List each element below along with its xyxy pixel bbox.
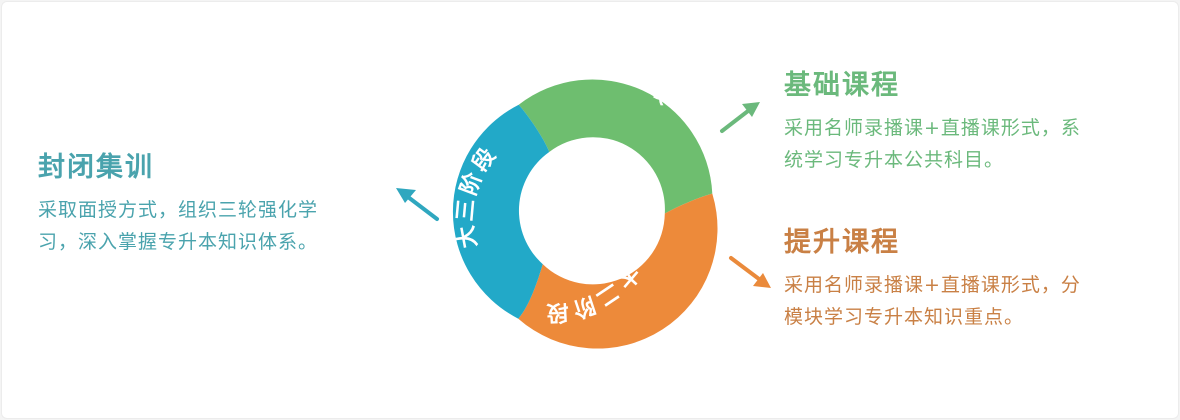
right-bottom-desc-line-2: 模块学习专升本知识重点。 (784, 306, 1025, 328)
arrow-down-right-icon (729, 256, 771, 288)
left-text-block: 封闭集训 采取面授方式，组织三轮强化学 习，深入掌握专升本知识体系。 (38, 150, 378, 258)
right-bottom-description: 采用名师录播课+直播课形式，分 模块学习专升本知识重点。 (784, 269, 1154, 333)
arrow-up-right-icon (720, 102, 760, 133)
right-bottom-text-block: 提升课程 采用名师录播课+直播课形式，分 模块学习专升本知识重点。 (784, 225, 1154, 333)
left-desc-line-2: 习，深入掌握专升本知识体系。 (38, 231, 319, 253)
ring-segment-stage3 (452, 104, 550, 319)
right-top-desc-line-1: 采用名师录播课+直播课形式，系 (784, 117, 1081, 139)
ring-segment-stage2 (518, 193, 718, 349)
left-title: 封闭集训 (38, 152, 154, 183)
left-desc-line-1: 采取面授方式，组织三轮强化学 (38, 199, 319, 221)
right-top-title: 基础课程 (784, 70, 900, 101)
right-top-desc-line-2: 统学习专升本公共科目。 (784, 149, 1005, 171)
right-top-description: 采用名师录播课+直播课形式，系 统学习专升本公共科目。 (784, 112, 1154, 176)
right-bottom-title: 提升课程 (784, 227, 900, 258)
ring-segment-stage1 (518, 79, 713, 214)
right-top-text-block: 基础课程 采用名师录播课+直播课形式，系 统学习专升本公共科目。 (784, 68, 1154, 176)
right-bottom-desc-line-1: 采用名师录播课+直播课形式，分 (784, 274, 1081, 296)
arrow-up-left-icon (396, 188, 439, 221)
left-description: 采取面授方式，组织三轮强化学 习，深入掌握专升本知识体系。 (38, 194, 378, 258)
